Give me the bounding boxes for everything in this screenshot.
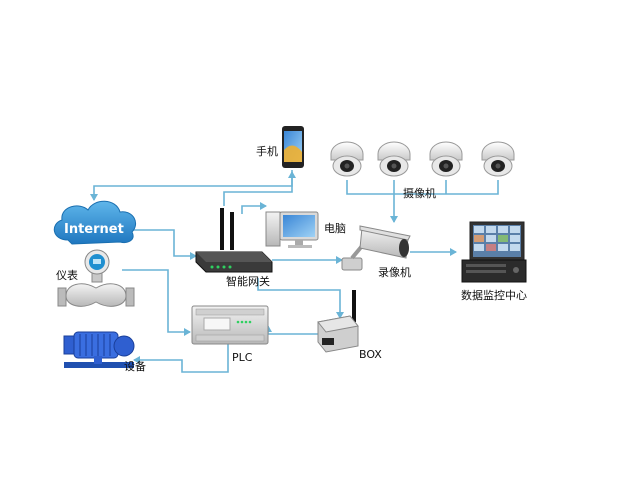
dome-camera-icon	[481, 141, 515, 177]
cameras-label: 摄像机	[403, 187, 436, 200]
line-phone-internet	[90, 170, 293, 201]
internet-label: Internet	[64, 222, 124, 237]
line-cameras-bus	[346, 180, 499, 195]
recorder-label: 录像机	[378, 266, 411, 279]
plc-label: PLC	[232, 351, 253, 364]
phone-label: 手机	[256, 145, 278, 158]
line-box-plc	[264, 325, 318, 335]
monitor-center-label: 数据监控中心	[461, 289, 527, 302]
line-plc-equipment	[133, 344, 229, 373]
dome-cameras	[330, 141, 515, 177]
gateway-label: 智能网关	[226, 275, 270, 288]
line-gateway-phone	[223, 171, 296, 206]
router-icon	[195, 208, 273, 273]
pump-icon	[63, 331, 135, 368]
dome-camera-icon	[377, 141, 411, 177]
desktop-computer-icon	[265, 211, 319, 248]
equipment-label: 设备	[124, 360, 146, 373]
line-meter-gateway	[122, 269, 191, 336]
cloud-icon	[53, 200, 136, 245]
dome-camera-icon	[429, 141, 463, 177]
computer-label: 电脑	[324, 222, 346, 235]
flowmeter-icon	[57, 249, 135, 307]
dome-camera-icon	[330, 141, 364, 177]
line-gateway-computer	[241, 202, 267, 214]
line-internet-gateway	[128, 229, 197, 260]
wireless-box-icon	[317, 290, 359, 353]
box-label: BOX	[359, 348, 382, 361]
line-gateway-box	[257, 278, 344, 319]
plc-icon	[191, 305, 269, 345]
meter-label: 仪表	[56, 269, 78, 282]
connector-lines	[90, 170, 499, 373]
smartphone-icon	[282, 126, 304, 168]
bullet-camera-icon	[341, 225, 411, 271]
monitor-station-icon	[461, 221, 527, 283]
